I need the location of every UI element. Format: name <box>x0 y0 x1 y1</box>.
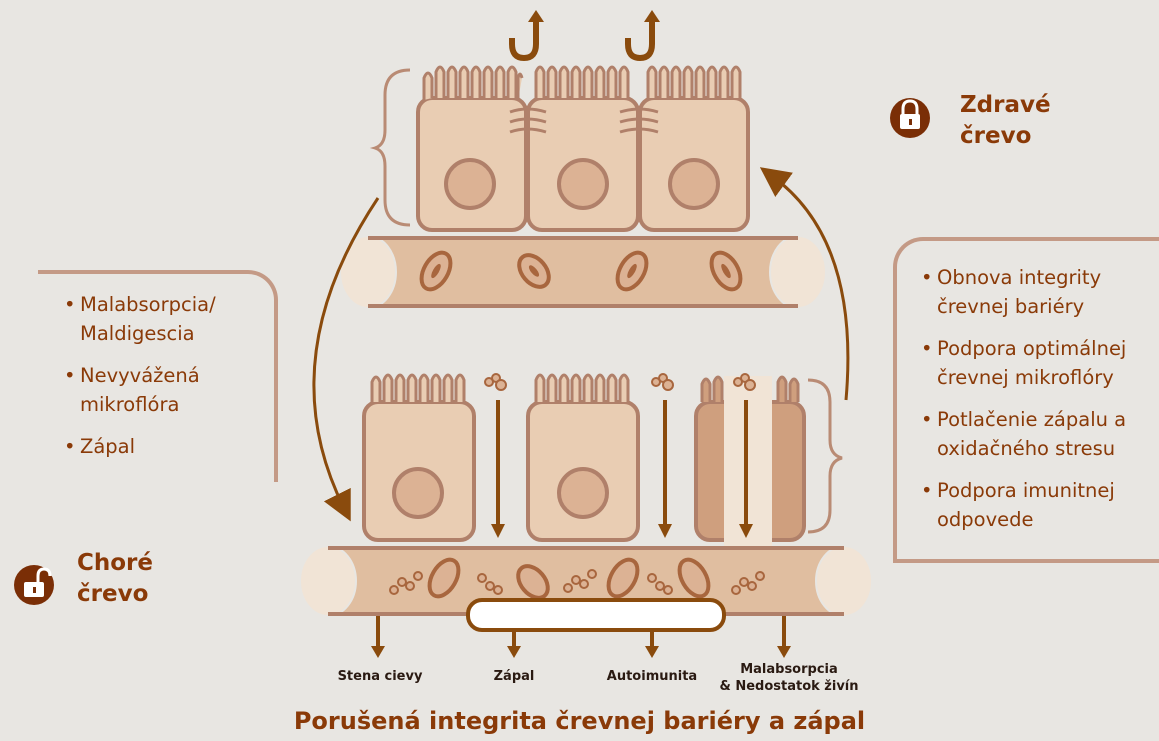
molecule-icon <box>484 373 756 391</box>
permeation-arrow <box>491 400 753 538</box>
molecule-icon <box>389 569 765 595</box>
sick-gut-title: Choré črevo <box>77 548 153 610</box>
leak-bar <box>466 598 726 632</box>
consequence-label: Zápal <box>493 669 535 684</box>
sick-brace <box>807 378 843 534</box>
consequence-label: Stena cievy <box>337 669 423 684</box>
healthy-title-line1: Zdravé <box>960 92 1051 118</box>
healthy-gut-title: Zdravé črevo <box>960 90 1051 152</box>
arrow-to-healthy <box>759 167 850 401</box>
left-box-bottom-border <box>38 478 278 482</box>
consequence-label-line2: & Nedostatok živín <box>719 679 859 694</box>
problem-item: Zápal <box>64 432 262 461</box>
problem-item: Nevyvážená mikroflóra <box>64 361 250 419</box>
tight-junction-icon <box>509 107 659 134</box>
healthy-blood-vessel <box>339 235 827 309</box>
consequence-arrows <box>371 616 791 658</box>
consequence-label-line1: Malabsorpcia <box>740 662 838 677</box>
lock-open-icon <box>14 565 54 605</box>
healthy-cell <box>638 65 750 232</box>
damaged-cell <box>694 375 806 546</box>
u-arrow-left-icon <box>509 10 544 62</box>
healthy-brace <box>369 68 411 227</box>
sick-gut-group <box>299 373 873 658</box>
solution-item: Obnova integrity črevnej bariéry <box>921 263 1137 321</box>
right-box-bottom-border <box>893 559 1159 563</box>
problem-item: Malabsorpcia/ Maldigescia <box>64 290 250 348</box>
solution-item: Podpora optimálnej črevnej mikroflóry <box>921 334 1159 392</box>
sick-cell <box>526 373 640 542</box>
right-solution-box: Obnova integrity črevnej bariéry Podpora… <box>893 237 1159 563</box>
sick-blood-vessel <box>299 545 873 617</box>
healthy-cell <box>416 65 528 232</box>
solution-item: Potlačenie zápalu a oxidačného stresu <box>921 405 1159 463</box>
u-arrow-right-icon <box>625 10 660 62</box>
lock-closed-icon <box>890 98 930 138</box>
left-problem-box: Malabsorpcia/ Maldigescia Nevyvážená mik… <box>38 270 278 482</box>
arrow-to-sick <box>312 197 380 522</box>
healthy-gut-group <box>339 10 827 309</box>
bottom-title: Porušená integrita črevnej bariéry a záp… <box>293 707 866 735</box>
sick-title-line1: Choré <box>77 550 153 576</box>
sick-cell <box>362 373 476 542</box>
solution-item: Podpora imunitnej odpovede <box>921 476 1157 534</box>
healthy-title-line2: črevo <box>960 123 1032 149</box>
consequence-label: Autoimunita <box>606 669 698 684</box>
healthy-cell <box>526 65 640 232</box>
consequence-label-multiline: Malabsorpcia & Nedostatok živín <box>714 661 864 695</box>
sick-title-line2: črevo <box>77 581 149 607</box>
